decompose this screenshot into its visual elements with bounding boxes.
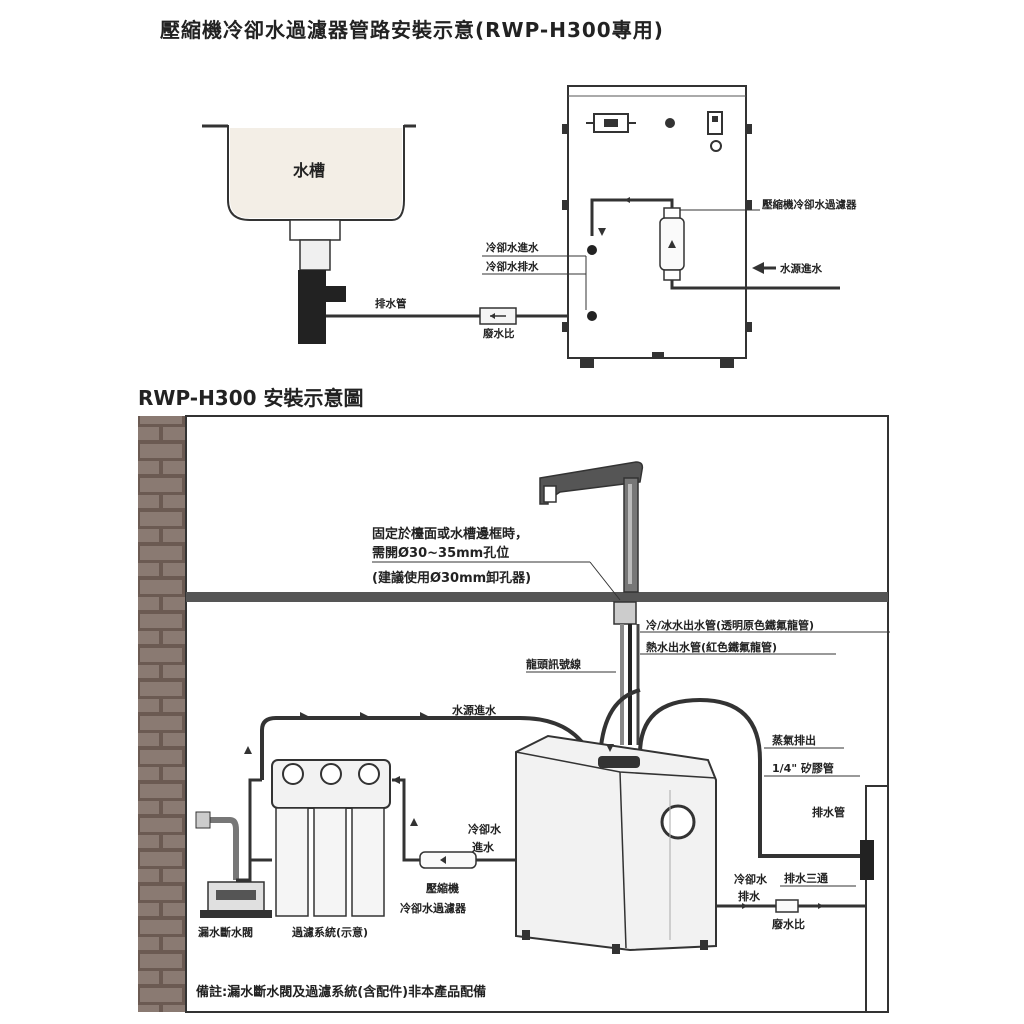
source-in-label: 水源進水 <box>779 262 822 275</box>
water-dispenser-unit <box>515 734 717 954</box>
waste-ratio-label-bottom: 廢水比 <box>772 917 805 931</box>
bottom-diagram-title: RWP-H300 安裝示意圖 <box>138 386 364 410</box>
cool-out-label-1: 冷卻水 <box>734 872 768 886</box>
drain-tee <box>860 840 874 880</box>
cool-in-label-2: 進水 <box>472 840 495 854</box>
leak-stop-valve <box>200 881 272 918</box>
source-in-label-bottom: 水源進水 <box>452 703 497 717</box>
mount-note-line1: 固定於檯面或水槽邊框時， <box>372 526 528 542</box>
filter-system <box>271 759 391 917</box>
source-pipe-line <box>670 280 840 290</box>
faucet <box>539 461 644 593</box>
mount-hole-fitting <box>613 601 637 625</box>
drain-pipe-label: 排水管 <box>375 297 407 310</box>
drain-pipe-vertical <box>865 785 889 1013</box>
steam-exhaust-pipe <box>638 697 866 858</box>
mount-note-line2: 需開Ø30~35mm孔位 <box>372 545 509 561</box>
drain-pipe-label-bottom: 排水管 <box>812 805 845 819</box>
top-diagram-title: 壓縮機冷卻水過濾器管路安裝示意(RWP-H300專用) <box>160 18 664 42</box>
silicone-pipe-label: 1/4" 矽膠管 <box>772 761 834 775</box>
filter-system-label: 過濾系統(示意) <box>291 925 368 939</box>
cool-in-label: 冷卻水進水 <box>486 241 539 254</box>
drain-tee-label: 排水三通 <box>784 871 828 885</box>
cabinet-frame <box>185 415 889 1013</box>
cool-in-label-1: 冷卻水 <box>468 822 502 836</box>
cool-pipe-line <box>590 198 674 236</box>
countertop <box>186 592 888 602</box>
sink: 水槽 <box>202 124 416 344</box>
sink-label: 水槽 <box>293 161 325 180</box>
compressor-cooling-filter <box>659 207 685 281</box>
mount-note-line3: (建議使用Ø30mm卸孔器) <box>372 570 531 586</box>
leak-valve-label: 漏水斷水閥 <box>198 925 253 939</box>
hot-pipe-label: 熱水出水管(紅色鐵氟龍管) <box>646 640 777 654</box>
bottom-diagram: 固定於檯面或水槽邊框時， 需開Ø30~35mm孔位 (建議使用Ø30mm卸孔器)… <box>138 415 890 1013</box>
cool-out-label: 冷卻水排水 <box>486 260 539 273</box>
source-inlet-pipe <box>260 716 602 780</box>
top-diagram: 水槽 排水管 廢水比 <box>202 85 857 368</box>
compressor-cooling-filter-bottom <box>419 851 477 869</box>
machine-back-view <box>562 85 752 368</box>
faucet-signal-label: 龍頭訊號線 <box>526 657 581 671</box>
cold-pipe-label: 冷/冰水出水管(透明原色鐵氟龍管) <box>646 618 814 632</box>
filter-label: 壓縮機冷卻水過濾器 <box>762 198 857 211</box>
steam-out-label: 蒸氣排出 <box>772 733 816 747</box>
note-text: 備註:漏水斷水閥及過濾系統(含配件)非本產品配備 <box>196 984 486 1000</box>
waste-ratio-valve <box>479 307 517 325</box>
compressor-filter-label-1: 壓縮機 <box>426 881 459 895</box>
cool-out-label-2: 排水 <box>738 889 761 903</box>
wall-inlet <box>196 817 239 880</box>
brick-wall <box>138 416 186 1012</box>
waste-ratio-label: 廢水比 <box>483 327 515 340</box>
compressor-filter-label-2: 冷卻水過濾器 <box>400 901 467 915</box>
